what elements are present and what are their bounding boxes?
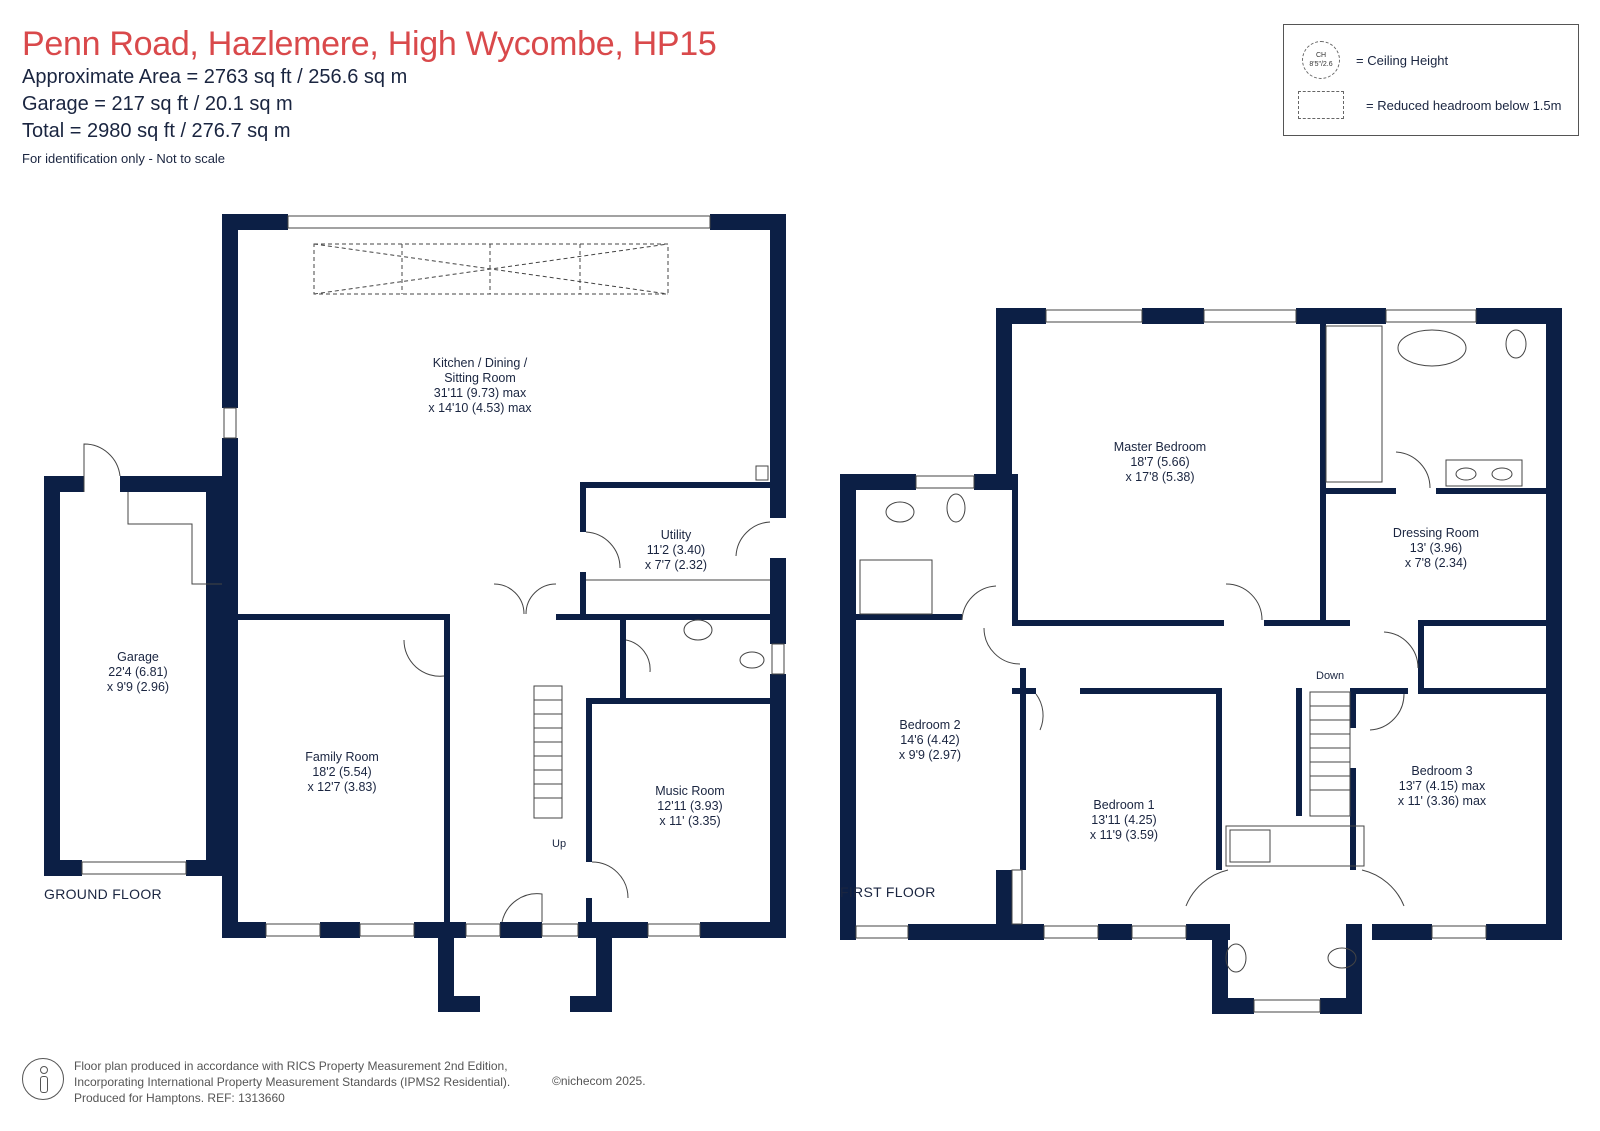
scale-note: For identification only - Not to scale — [22, 151, 226, 166]
property-title: Penn Road, Hazlemere, High Wycombe, HP15 — [22, 25, 717, 63]
footer-disclaimer: Floor plan produced in accordance with R… — [74, 1059, 511, 1105]
room-master-bedroom: Master Bedroom 18'7 (5.66) x 17'8 (5.38) — [1113, 440, 1207, 484]
first-floor-fixtures — [855, 309, 1527, 1013]
footer-copyright: ©nichecom 2025. — [552, 1074, 646, 1088]
ground-floor-label: GROUND FLOOR — [44, 886, 162, 902]
legend-box: CH 8'5"/2.6 = Ceiling Height = Reduced h… — [1283, 24, 1579, 136]
room-kitchen-dining-sitting: Kitchen / Dining / Sitting Room 31'11 (9… — [428, 356, 532, 415]
room-dressing-room: Dressing Room 13' (3.96) x 7'8 (2.34) — [1392, 526, 1480, 570]
stairs-up-label: Up — [552, 838, 567, 850]
first-floor-walls — [840, 308, 1562, 1014]
room-garage: Garage 22'4 (6.81) x 9'9 (2.96) — [106, 650, 170, 694]
room-bedroom-1: Bedroom 1 13'11 (4.25) x 11'9 (3.59) — [1089, 798, 1159, 842]
ceiling-symbol-top: CH — [1315, 52, 1327, 59]
room-family-room: Family Room 18'2 (5.54) x 12'7 (3.83) — [305, 750, 379, 794]
room-utility: Utility 11'2 (3.40) x 7'7 (2.32) — [644, 528, 708, 572]
reduced-headroom-label: = Reduced headroom below 1.5m — [1366, 98, 1562, 113]
ceiling-height-label: = Ceiling Height — [1356, 53, 1449, 68]
total-area: Total = 2980 sq ft / 276.7 sq m — [22, 120, 291, 142]
first-floor-label: FIRST FLOOR — [840, 884, 936, 900]
ceiling-symbol-value: 8'5"/2.6 — [1309, 61, 1333, 68]
info-person-icon — [22, 1058, 64, 1100]
stairs-down-label: Down — [1316, 670, 1345, 682]
ground-floor-walls — [44, 214, 786, 1012]
room-bedroom-2: Bedroom 2 14'6 (4.42) x 9'9 (2.97) — [898, 718, 962, 762]
room-music-room: Music Room 12'11 (3.93) x 11' (3.35) — [655, 784, 725, 828]
room-bedroom-3: Bedroom 3 13'7 (4.15) max x 11' (3.36) m… — [1397, 764, 1487, 808]
garage-area: Garage = 217 sq ft / 20.1 sq m — [22, 93, 293, 115]
approximate-area: Approximate Area = 2763 sq ft / 256.6 sq… — [22, 66, 408, 88]
reduced-headroom-icon — [1298, 91, 1344, 119]
ceiling-height-icon: CH 8'5"/2.6 — [1302, 41, 1340, 79]
plan-header: Penn Road, Hazlemere, High Wycombe, HP15… — [22, 24, 717, 166]
ground-floor-fixtures — [81, 215, 785, 937]
